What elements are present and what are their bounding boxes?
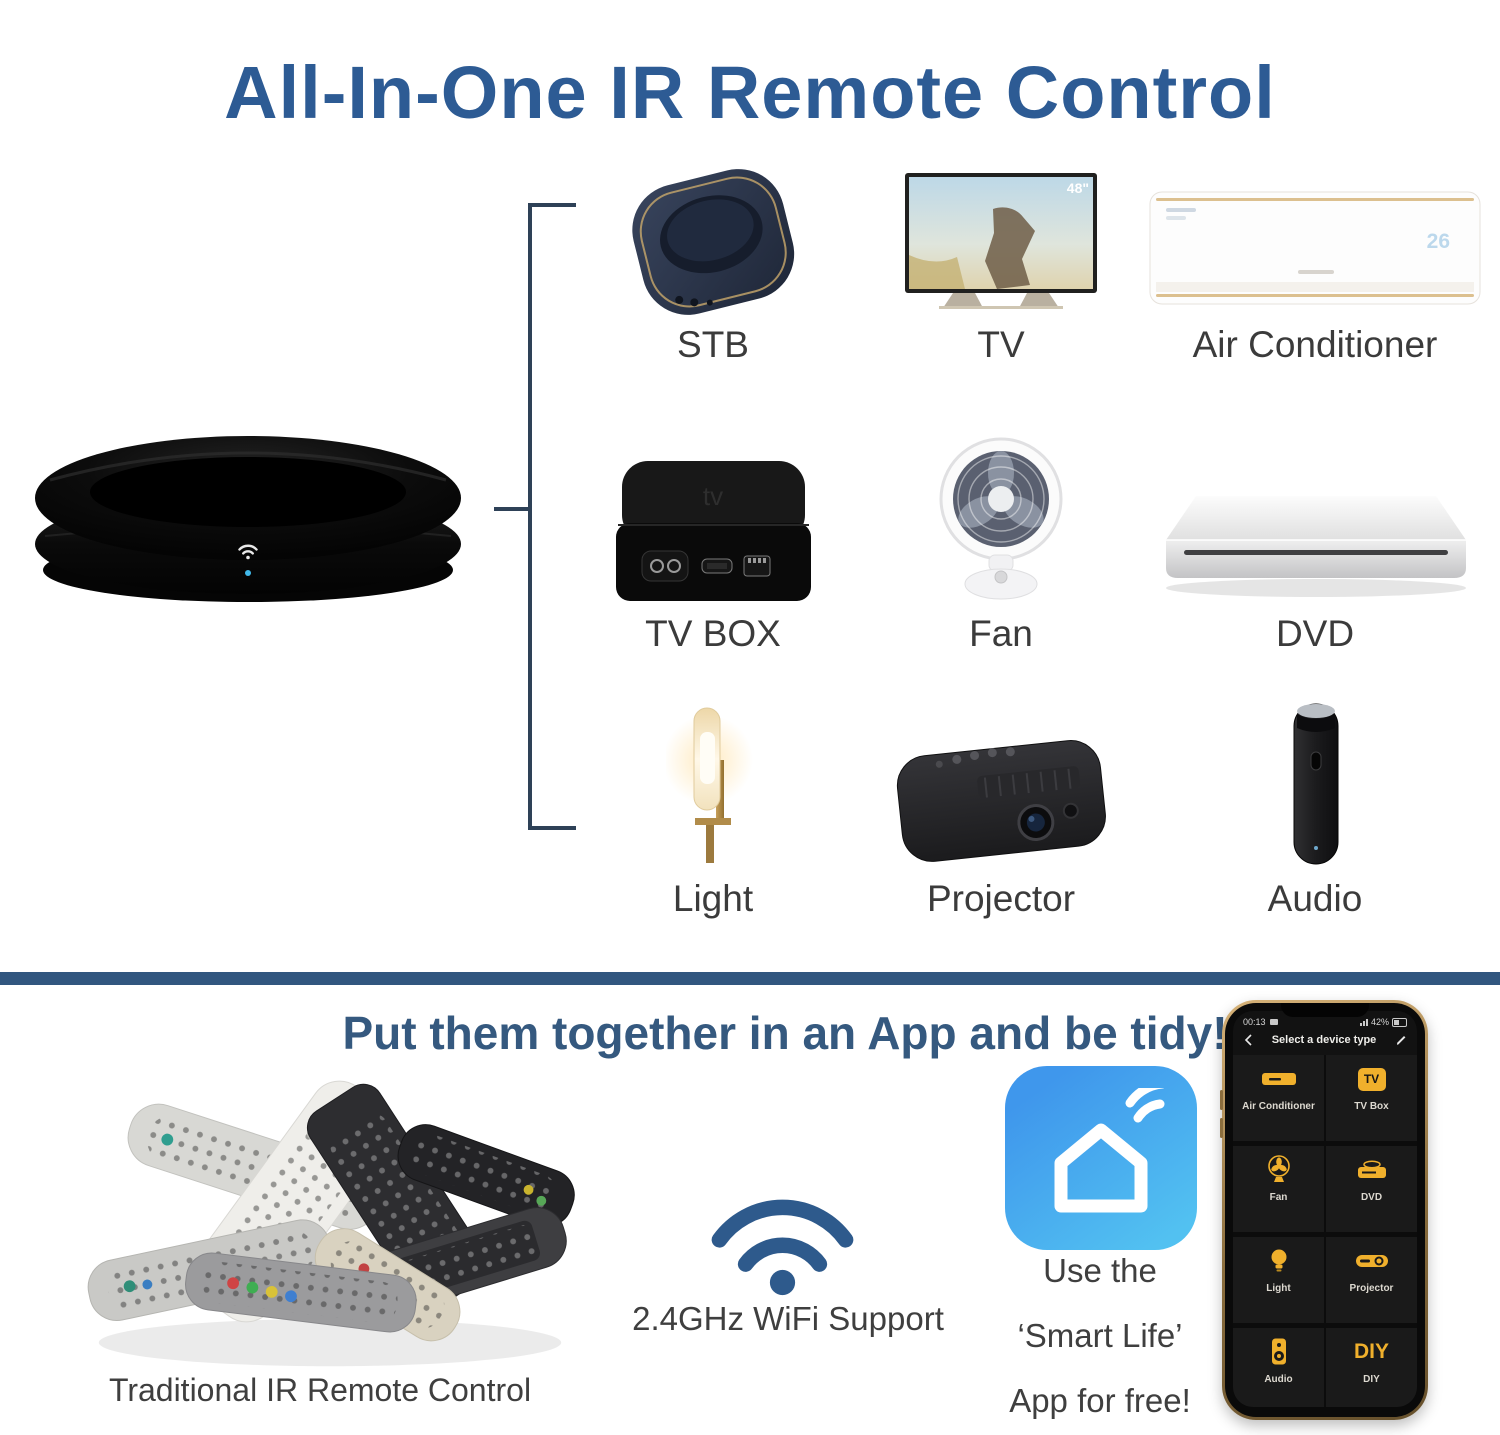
app-header: Select a device type [1233,1029,1417,1055]
app-cell-label: DIY [1363,1374,1380,1385]
phone-volume-button [1220,1090,1223,1110]
light-image [665,707,753,863]
projector-icon [1355,1255,1388,1267]
dvd-image [1165,496,1466,597]
smart-life-app-icon [1005,1066,1197,1250]
ir-hub-image [35,436,461,602]
ac-icon [1261,1073,1296,1085]
app-cell-light[interactable]: Light [1233,1237,1324,1323]
device-type-grid: Air Conditioner TV TV Box Fa [1233,1055,1417,1407]
svg-text:48": 48" [1067,180,1089,196]
app-header-title: Select a device type [1271,1034,1377,1046]
app-cell-label: Air Conditioner [1242,1101,1315,1112]
app-cell-projector[interactable]: Projector [1326,1237,1417,1323]
page-title: All-In-One IR Remote Control [224,50,1276,134]
air-conditioner-image: 26 [1149,191,1480,305]
bracket-hub-line [494,507,528,511]
signal-icon [1359,1018,1368,1026]
smartphone: 00:13 42% Select a device type [1220,1000,1428,1420]
back-arrow-icon[interactable] [1243,1034,1255,1046]
device-light: Light [548,690,878,920]
wifi-caption: 2.4GHz WiFi Support [632,1300,944,1337]
phone-bezel: 00:13 42% Select a device type [1225,1003,1425,1417]
device-label: Air Conditioner [1192,324,1438,365]
stb-image [632,169,795,315]
device-fan: Fan [836,425,1166,655]
bracket-bottom-line [528,826,576,830]
device-label: TV [977,324,1025,365]
smart-life-line-3: App for free! [1009,1382,1191,1419]
app-cell-label: Light [1266,1283,1291,1294]
light-icon [1271,1249,1286,1272]
svg-text:tv: tv [702,481,722,511]
device-stb: STB [548,158,878,366]
fan-image [939,437,1063,600]
smart-life-line-1: Use the [1043,1252,1157,1289]
smart-life-line-2: ‘Smart Life’ [1017,1317,1183,1354]
device-label: TV BOX [645,613,781,654]
remotes-caption: Traditional IR Remote Control [108,1372,532,1408]
tv-image: 48" [905,173,1097,309]
device-dvd: DVD [1142,425,1488,655]
device-label: Fan [969,613,1033,654]
device-projector: Projector [836,690,1166,920]
bracket-vertical-line [528,203,532,830]
app-cell-diy[interactable]: DIY DIY [1326,1328,1417,1407]
device-label: Projector [926,878,1076,919]
phone-volume-button [1220,1118,1223,1138]
tv-box-image: tv [615,461,811,601]
phone-screen: 00:13 42% Select a device type [1233,1011,1417,1407]
tv-icon: TV [1357,1067,1386,1091]
app-cell-label: Fan [1269,1192,1288,1203]
app-cell-label: Projector [1349,1283,1394,1294]
status-led [245,570,251,576]
battery-percent: 42% [1370,1017,1389,1027]
app-cell-fan[interactable]: Fan [1233,1146,1324,1232]
audio-icon [1271,1338,1286,1365]
bottom-heading: Put them together in an App and be tidy! [342,1007,1228,1059]
app-cell-label: TV Box [1354,1101,1389,1112]
fan-icon [1267,1155,1290,1182]
app-cell-audio[interactable]: Audio [1233,1328,1324,1407]
bracket-top-line [528,203,576,207]
app-cell-label: DVD [1360,1192,1383,1203]
device-tv: 48" TV [836,158,1166,366]
device-audio: Audio [1142,690,1488,920]
remote-pile-image [87,1080,575,1367]
app-cell-tv-box[interactable]: TV TV Box [1326,1055,1417,1141]
edit-pencil-icon[interactable] [1393,1033,1407,1047]
message-icon [1269,1019,1278,1025]
status-time: 00:13 [1243,1017,1266,1027]
smart-life-caption: Use the ‘Smart Life’ App for free! [985,1252,1215,1420]
battery-icon [1392,1017,1407,1027]
device-tv-box: tv TV BOX [548,425,878,655]
projector-image [896,740,1106,862]
phone-notch [1281,1003,1369,1017]
device-air-conditioner: 26 Air Conditioner [1142,158,1488,366]
diy-icon: DIY [1353,1340,1389,1363]
app-cell-label: Audio [1264,1374,1293,1385]
dvd-icon [1357,1160,1386,1178]
svg-text:26: 26 [1426,230,1449,253]
device-label: Light [672,878,754,919]
device-label: Audio [1267,878,1363,919]
wifi-icon [711,1199,854,1296]
audio-speaker-image [1293,703,1338,865]
app-cell-dvd[interactable]: DVD [1326,1146,1417,1232]
app-cell-air-conditioner[interactable]: Air Conditioner [1233,1055,1324,1141]
phone-status-bar: 00:13 42% [1233,1011,1417,1029]
wifi-icon [238,544,258,555]
smart-life-house-icon [1054,1088,1165,1213]
device-label: DVD [1275,613,1355,654]
device-label: STB [677,324,749,365]
section-divider [0,972,1500,985]
